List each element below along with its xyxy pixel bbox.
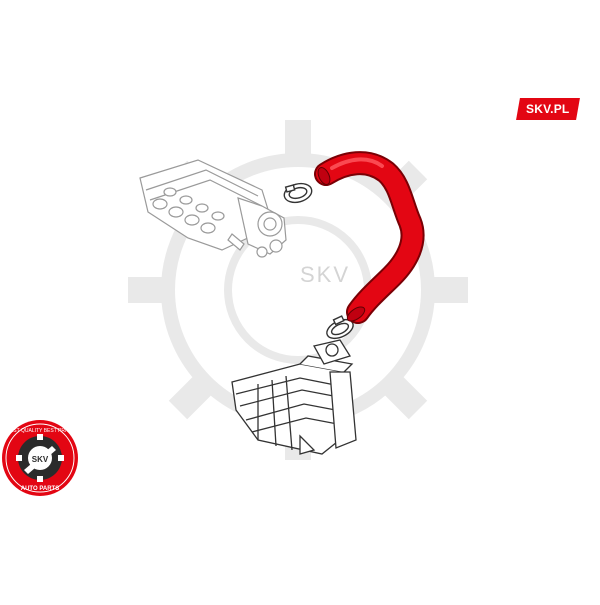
brand-badge: SKV.PL xyxy=(516,98,580,120)
radiator-hose-illustration xyxy=(314,151,425,324)
brand-badge-label: SKV.PL xyxy=(526,102,570,116)
skv-seal-logo: SKV BEST QUALITY BEST PRICE AUTO PARTS xyxy=(2,420,78,496)
hose-clamp-icon xyxy=(326,315,354,340)
intercooler-illustration xyxy=(231,339,357,455)
hose-clamp-icon xyxy=(283,182,313,204)
intake-manifold-illustration xyxy=(139,159,287,258)
seal-top-text: BEST QUALITY BEST PRICE xyxy=(7,428,74,434)
seal-bottom-text: AUTO PARTS xyxy=(21,486,59,492)
watermark-text: SKV xyxy=(300,262,351,287)
seal-center-text: SKV xyxy=(32,455,49,464)
